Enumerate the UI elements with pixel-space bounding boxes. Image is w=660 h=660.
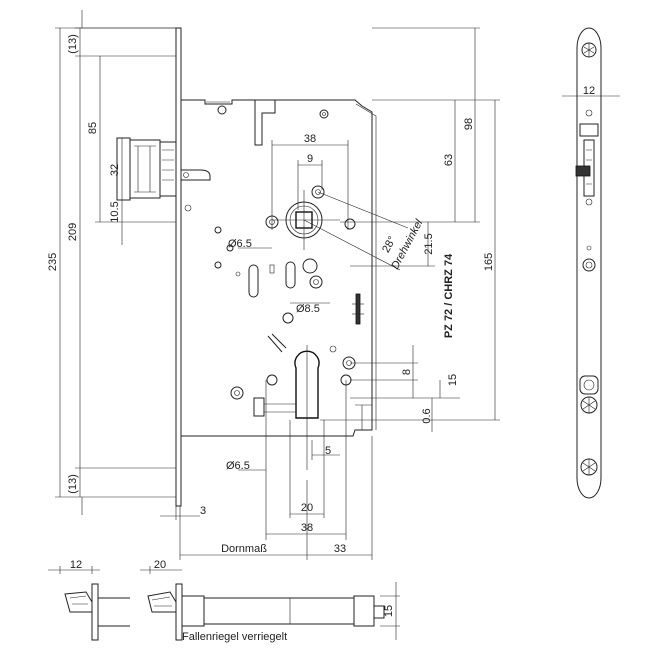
dim-3: 3	[200, 505, 206, 517]
dimension-lines-right	[320, 27, 500, 432]
cylinder-cutout	[294, 345, 320, 470]
dimension-lines-bottom	[160, 380, 373, 560]
faceplate-side-view: 12	[562, 27, 620, 499]
dim-38-bottom: 38	[301, 522, 313, 534]
dim-12-side: 12	[583, 85, 595, 97]
dim-5: 5	[325, 445, 331, 457]
dim-209: 209	[67, 223, 79, 241]
bottom-view-latch: 12	[48, 559, 130, 641]
latch-bolt	[116, 137, 211, 212]
case-holes	[214, 105, 364, 400]
dim-20-mid: 20	[301, 502, 313, 514]
bottom-view-bolt: 20 15 Fallenriegel verriegelt	[140, 559, 400, 643]
dim-38-top: 38	[304, 133, 316, 145]
dim-0-6: 0.6	[421, 408, 433, 423]
dim-33: 33	[334, 543, 346, 555]
dim-10-5: 10.5	[109, 201, 121, 222]
dim-6-5-left: Ø6.5	[228, 238, 252, 250]
dim-8: 8	[401, 369, 413, 375]
dim-13-top: (13)	[67, 34, 79, 54]
dim-9: 9	[307, 153, 313, 165]
lock-case	[181, 99, 377, 437]
dimension-lines-left	[55, 10, 176, 515]
dim-13-bottom: (13)	[67, 474, 79, 494]
dim-98: 98	[463, 118, 475, 130]
dim-21-5: 21.5	[423, 233, 435, 254]
dim-32: 32	[109, 164, 121, 176]
dim-dornmass: Dornmaß	[221, 543, 267, 555]
dim-15-bottom: 15	[383, 605, 395, 617]
dimension-lines-top	[238, 140, 349, 304]
dimension-labels: (13) 85 32 10.5 209 235 (13) 38 9 Ø6.5 Ø…	[47, 34, 495, 555]
dim-165: 165	[483, 253, 495, 271]
dim-235: 235	[47, 253, 59, 271]
dim-15-right: 15	[447, 374, 459, 386]
dim-8-5: Ø8.5	[296, 303, 320, 315]
screw-middle-icon	[582, 258, 596, 272]
follower	[272, 190, 340, 250]
faceplate-front	[175, 27, 182, 507]
dim-85: 85	[87, 122, 99, 134]
fallenriegel-label: Fallenriegel verriegelt	[182, 631, 287, 643]
dim-12-bottom: 12	[70, 559, 82, 571]
dim-20-bottom: 20	[154, 559, 166, 571]
dim-pz-chrz: PZ 72 / CHRZ 74	[443, 253, 455, 338]
dim-6-5-bottom: Ø6.5	[226, 460, 250, 472]
dim-63: 63	[443, 154, 455, 166]
deadbolt-lower	[253, 397, 296, 417]
